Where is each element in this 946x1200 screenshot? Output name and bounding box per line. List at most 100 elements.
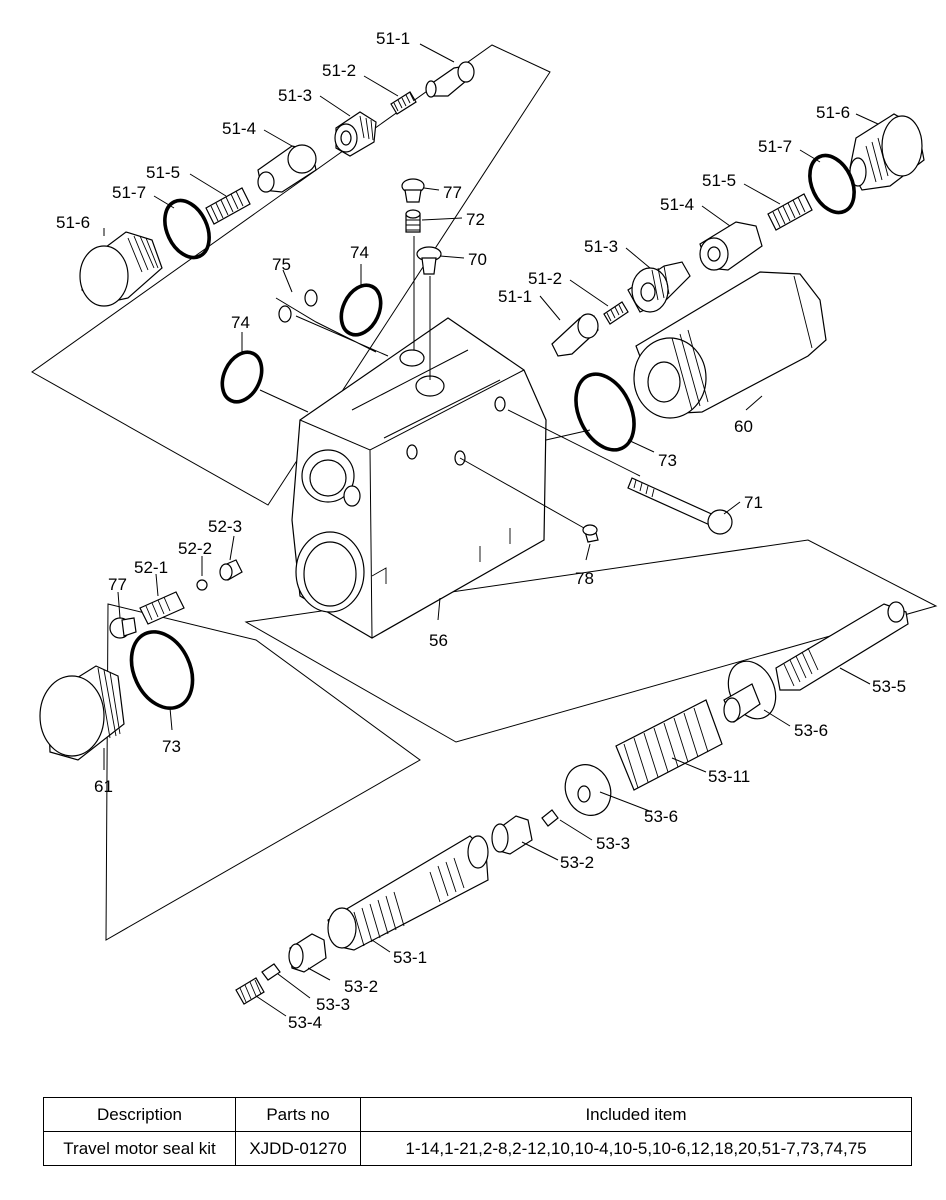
label-53-3-lower: 53-3 — [316, 995, 350, 1014]
label-53-11: 53-11 — [708, 767, 750, 786]
label-53-1: 53-1 — [393, 948, 427, 967]
part-74-o-ring-left — [220, 350, 264, 404]
part-52-1-spring — [139, 591, 185, 625]
part-75-o-ring-a — [278, 305, 292, 323]
exploded-parts-diagram: 51-1 51-2 51-3 51-4 51-5 51-7 51-6 51-6 … — [31, 29, 938, 1032]
part-60-cylinder — [633, 271, 827, 419]
header-description: Description — [43, 1097, 236, 1132]
seal-kit-table: Description Parts no Included item Trave… — [43, 1097, 912, 1166]
label-56: 56 — [429, 631, 448, 650]
label-53-5: 53-5 — [872, 677, 906, 696]
part-51-2-spring-right — [603, 301, 629, 325]
label-51-2-upper-right: 51-2 — [528, 269, 562, 288]
part-56-valve-body — [291, 317, 547, 639]
part-53-6-collar-lower — [564, 764, 612, 816]
part-74-o-ring-upper — [339, 283, 383, 337]
upper-left-valve-group — [31, 44, 551, 506]
header-parts-no: Parts no — [235, 1097, 361, 1132]
label-52-1: 52-1 — [134, 558, 168, 577]
label-51-6-upper-left: 51-6 — [56, 213, 90, 232]
label-53-2-upper: 53-2 — [560, 853, 594, 872]
label-51-7-upper-right: 51-7 — [758, 137, 792, 156]
part-73-o-ring-right — [574, 372, 636, 452]
label-77-left: 77 — [108, 575, 127, 594]
part-51-1-poppet-right — [551, 313, 599, 357]
part-72-plug — [405, 209, 421, 233]
part-51-3-seat-right — [627, 261, 691, 313]
label-51-4-upper-left: 51-4 — [222, 119, 256, 138]
seal-kit-table-header-row: Description Parts no Included item — [43, 1097, 912, 1132]
label-51-3-upper-right: 51-3 — [584, 237, 618, 256]
part-71-bolt — [627, 477, 733, 535]
label-73-left: 73 — [162, 737, 181, 756]
part-51-2-spring — [390, 91, 417, 115]
label-53-6-lower: 53-6 — [644, 807, 678, 826]
part-78-plug — [582, 524, 599, 543]
valve-body-group — [220, 178, 938, 743]
part-51-4-piston-right — [699, 221, 763, 271]
label-51-2-upper-left: 51-2 — [322, 61, 356, 80]
label-52-3: 52-3 — [208, 517, 242, 536]
header-included-item: Included item — [360, 1097, 912, 1132]
label-74-upper: 74 — [350, 243, 369, 262]
label-71: 71 — [744, 493, 763, 512]
label-52-2: 52-2 — [178, 539, 212, 558]
part-70-plug — [416, 246, 442, 275]
label-60: 60 — [734, 417, 753, 436]
label-51-7-upper-left: 51-7 — [112, 183, 146, 202]
part-51-5-spring — [205, 187, 251, 225]
cell-included-item: 1-14,1-21,2-8,2-12,10,10-4,10-5,10-6,12,… — [360, 1131, 912, 1166]
part-51-3-seat — [334, 111, 377, 157]
label-51-5-upper-left: 51-5 — [146, 163, 180, 182]
label-51-6-upper-right: 51-6 — [816, 103, 850, 122]
part-52-2-ball — [196, 579, 208, 591]
label-72: 72 — [466, 210, 485, 229]
part-51-7-o-ring — [163, 198, 211, 260]
label-61: 61 — [94, 777, 113, 796]
part-51-6-plug-right — [849, 113, 925, 191]
label-75: 75 — [272, 255, 291, 274]
label-53-4: 53-4 — [288, 1013, 322, 1032]
part-53-11-spring — [615, 699, 723, 791]
part-53-5-spool — [775, 601, 909, 691]
assembly-plane-upper-left — [31, 44, 551, 506]
part-53-3-pin-upper — [541, 809, 559, 827]
cell-description: Travel motor seal kit — [43, 1131, 236, 1166]
part-73-o-ring-left — [129, 630, 195, 710]
label-53-2-lower: 53-2 — [344, 977, 378, 996]
assembly-plane-lower-left — [105, 603, 421, 941]
part-53-6-collar-upper — [723, 660, 777, 723]
lower-spool-group — [235, 601, 909, 1005]
part-51-1-poppet — [425, 61, 475, 98]
label-51-3-upper-left: 51-3 — [278, 86, 312, 105]
label-51-1-upper-right: 51-1 — [498, 287, 532, 306]
label-51-1-upper-left: 51-1 — [376, 29, 410, 48]
part-53-2-sleeve-lower — [288, 933, 327, 973]
callout-leaders — [103, 43, 879, 1017]
part-51-5-spring-right — [767, 193, 813, 231]
label-51-4-upper-right: 51-4 — [660, 195, 694, 214]
label-78: 78 — [575, 569, 594, 588]
label-70: 70 — [468, 250, 487, 269]
part-53-4-spring — [235, 977, 265, 1005]
part-77-plug-left — [109, 617, 137, 639]
part-51-7-o-ring-right — [808, 153, 856, 215]
left-side-group — [39, 559, 421, 941]
label-73-right: 73 — [658, 451, 677, 470]
part-75-o-ring-b — [304, 289, 318, 307]
part-53-2-sleeve-upper — [491, 815, 533, 855]
label-74-left: 74 — [231, 313, 250, 332]
label-53-3-upper: 53-3 — [596, 834, 630, 853]
part-52-3-plug — [219, 559, 243, 581]
part-77-plug-top — [401, 178, 425, 203]
label-51-5-upper-right: 51-5 — [702, 171, 736, 190]
cell-parts-no: XJDD-01270 — [235, 1131, 361, 1166]
table-row: Travel motor seal kit XJDD-01270 1-14,1-… — [43, 1131, 912, 1166]
part-53-3-pin-lower — [261, 963, 281, 981]
part-53-1-main-spool — [327, 835, 489, 951]
part-51-6-plug — [79, 231, 163, 307]
callout-labels: 51-1 51-2 51-3 51-4 51-5 51-7 51-6 51-6 … — [56, 29, 906, 1032]
assembly-plane-body — [244, 539, 938, 743]
part-61-cover — [39, 665, 125, 761]
label-53-6-upper: 53-6 — [794, 721, 828, 740]
